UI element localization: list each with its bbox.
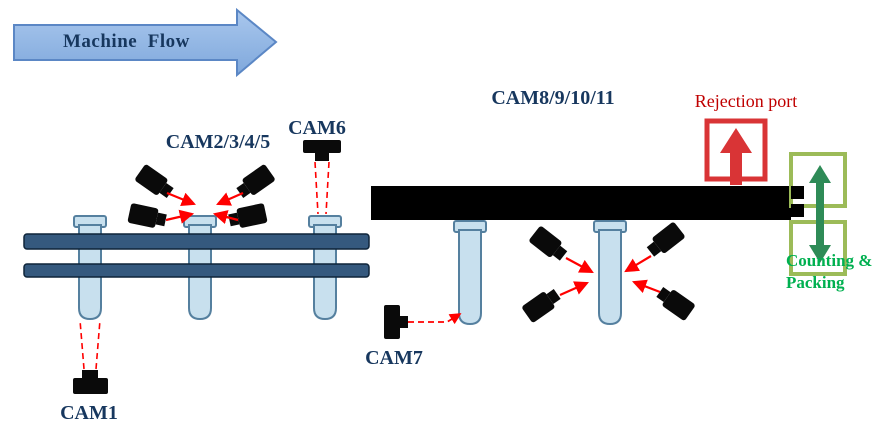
machine-flow-arrow-icon xyxy=(13,7,278,78)
cam6-camera-icon xyxy=(303,140,341,161)
cam8-11-arrows xyxy=(559,255,661,297)
camera-icon xyxy=(227,202,268,231)
cam2345-label: CAM2/3/4/5 xyxy=(165,131,271,153)
tube-5 xyxy=(593,220,627,325)
rail-top xyxy=(23,233,370,250)
cam7-label: CAM7 xyxy=(365,347,423,369)
rejection-arrow-icon xyxy=(720,128,752,185)
cam1-beam xyxy=(79,319,101,370)
camera-icon xyxy=(521,285,563,324)
left-conveyor-rails xyxy=(23,233,370,278)
transfer-double-arrow-icon xyxy=(809,165,831,263)
tube-4 xyxy=(453,220,487,325)
cam7-camera-icon xyxy=(384,305,408,339)
right-conveyor-bar xyxy=(371,186,791,220)
camera-icon xyxy=(654,283,696,322)
machine-flow-label: Machine Flow xyxy=(63,31,190,52)
camera-icon xyxy=(528,225,570,264)
cam6-label: CAM6 xyxy=(288,117,346,139)
camera-icon xyxy=(234,163,276,202)
cam7-beam xyxy=(408,313,462,325)
conveyor-end-clamps xyxy=(791,186,804,217)
rail-bottom xyxy=(23,263,370,278)
cam2345-arrows xyxy=(165,191,244,224)
cam6-beam xyxy=(314,161,330,215)
camera-icon xyxy=(127,202,168,231)
counting-packing-label: Counting & Packing xyxy=(786,251,873,293)
camera-icon xyxy=(134,163,176,202)
cam1-label: CAM1 xyxy=(60,402,118,424)
camera-icon xyxy=(644,221,686,260)
cam8-11-label: CAM8/9/10/11 xyxy=(491,87,615,109)
rejection-port-label: Rejection port xyxy=(694,91,798,111)
cam1-camera-icon xyxy=(73,370,108,394)
